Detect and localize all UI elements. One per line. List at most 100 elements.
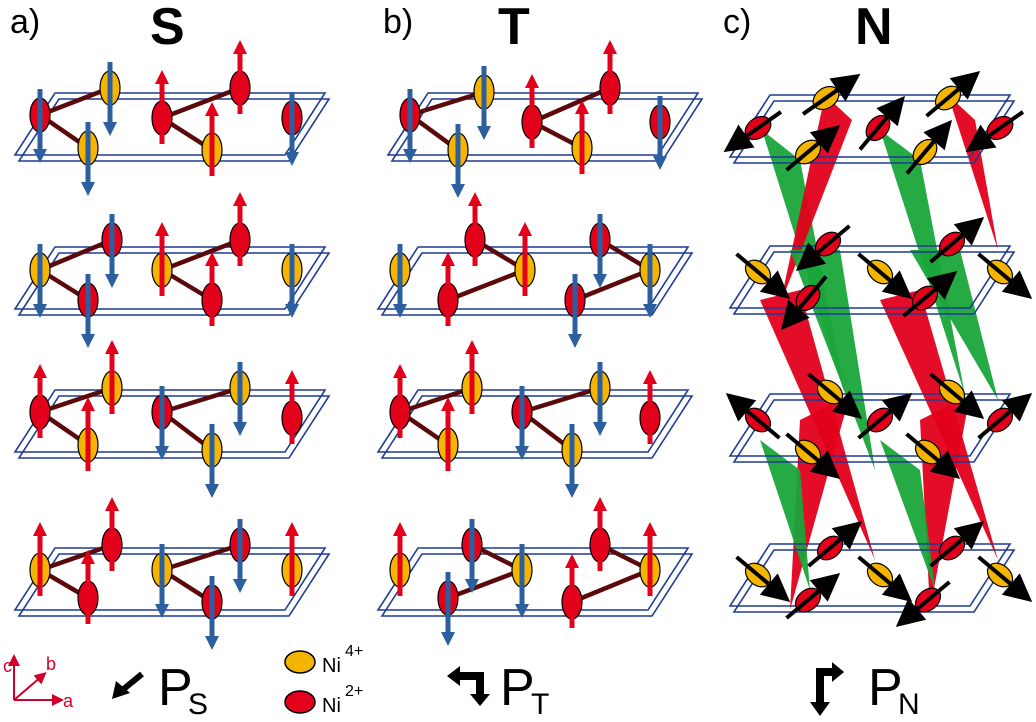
arrowhead — [441, 397, 455, 411]
unit-cell-outline — [728, 245, 1012, 309]
axis-label-a: a — [63, 691, 74, 711]
arrowhead — [568, 334, 582, 348]
arrowhead — [33, 149, 47, 163]
arrowhead — [643, 304, 657, 318]
arrowhead — [205, 636, 219, 650]
bond — [531, 85, 611, 125]
spin-arrow — [858, 95, 905, 151]
spin-arrow — [929, 521, 985, 568]
legend-ni4-marker — [284, 650, 316, 674]
bond — [39, 85, 111, 118]
arrowhead — [205, 102, 219, 116]
arrowhead — [393, 364, 407, 378]
bond — [161, 385, 241, 415]
bond — [39, 237, 113, 273]
spin-arrow — [905, 432, 961, 479]
polarization-s: P S — [112, 659, 208, 721]
arrowhead — [285, 152, 299, 166]
polarization-n: P N — [810, 659, 920, 721]
arrowhead — [403, 149, 417, 163]
unit-cell-outline — [728, 543, 1012, 607]
arrowhead — [81, 397, 95, 411]
unit-cell-outline — [732, 399, 1016, 463]
spin-arrow — [895, 580, 951, 627]
spin-arrow — [735, 555, 791, 602]
arrowhead — [525, 74, 539, 88]
arrowhead — [105, 274, 119, 288]
polarization-s-sub: S — [188, 688, 208, 721]
arrowhead — [593, 422, 607, 436]
arrowhead — [155, 446, 169, 460]
unit-cell-outline — [728, 393, 1012, 457]
spin-arrow — [781, 275, 828, 331]
bond — [521, 385, 601, 415]
spin-arrow — [977, 555, 1033, 602]
arrowhead — [285, 370, 299, 384]
panel-c-title: N — [855, 0, 893, 56]
spin-arrow — [902, 271, 958, 318]
polarization-n-symbol: P — [868, 659, 903, 717]
bond — [574, 267, 651, 303]
spin-arrow — [785, 432, 841, 479]
arrowhead — [653, 156, 667, 170]
spin-arrow — [735, 252, 791, 299]
coordination-triangle — [948, 95, 998, 250]
arrowhead — [81, 182, 95, 196]
arrowhead — [233, 192, 247, 206]
crystal-layers — [13, 40, 1033, 650]
polarization-s-symbol: P — [158, 659, 193, 717]
bond — [161, 542, 241, 573]
bond — [161, 85, 241, 121]
arrowhead — [515, 604, 529, 618]
arrowhead — [477, 126, 491, 140]
legend-ni2-sup: 2+ — [345, 683, 363, 700]
arrowhead — [465, 579, 479, 593]
panel-c-triangles — [760, 95, 998, 610]
arrowhead — [155, 604, 169, 618]
arrowhead — [593, 274, 607, 288]
legend: Ni 4+ Ni 2+ — [284, 643, 363, 717]
polarization-t: P T — [447, 659, 549, 721]
bond — [39, 385, 113, 415]
axes-indicator: c b a — [3, 654, 74, 711]
polarization-s-arrowhead — [112, 681, 130, 699]
unit-cell-outline — [732, 549, 1016, 613]
polarization-n-sub: N — [898, 688, 920, 721]
polarization-n-arrow — [810, 662, 844, 716]
spin-arrow — [723, 110, 783, 153]
arrowhead — [643, 370, 657, 384]
polarization-t-symbol: P — [500, 659, 535, 717]
axis-label-c: c — [3, 656, 12, 676]
arrowhead — [465, 340, 479, 354]
panel-a-letter: a) — [10, 3, 40, 41]
arrowhead — [468, 192, 482, 206]
spin-arrow — [857, 393, 913, 440]
legend-ni2-marker — [284, 690, 316, 714]
arrowhead — [33, 522, 47, 536]
arrowhead — [33, 304, 47, 318]
arrowhead — [33, 364, 47, 378]
arrowhead — [81, 550, 95, 564]
bond — [161, 237, 241, 273]
arrowhead — [603, 40, 617, 54]
arrowhead — [515, 446, 529, 460]
spin-arrow — [977, 252, 1033, 299]
arrowhead — [105, 497, 119, 511]
spin-arrow — [785, 573, 841, 620]
arrowhead — [393, 304, 407, 318]
arrowhead — [155, 70, 169, 84]
arrowhead — [103, 122, 117, 136]
arrowhead — [575, 100, 589, 114]
spin-arrow — [857, 252, 913, 299]
spin-arrow — [929, 372, 985, 419]
coordination-triangle — [880, 440, 935, 590]
bond — [447, 267, 526, 303]
axis-label-b: b — [46, 654, 56, 674]
panel-b-title: T — [498, 0, 530, 56]
arrowhead — [81, 334, 95, 348]
arrowhead — [285, 304, 299, 318]
arrowhead — [105, 340, 119, 354]
coordination-triangle — [760, 440, 810, 590]
spin-arrow — [795, 224, 851, 271]
